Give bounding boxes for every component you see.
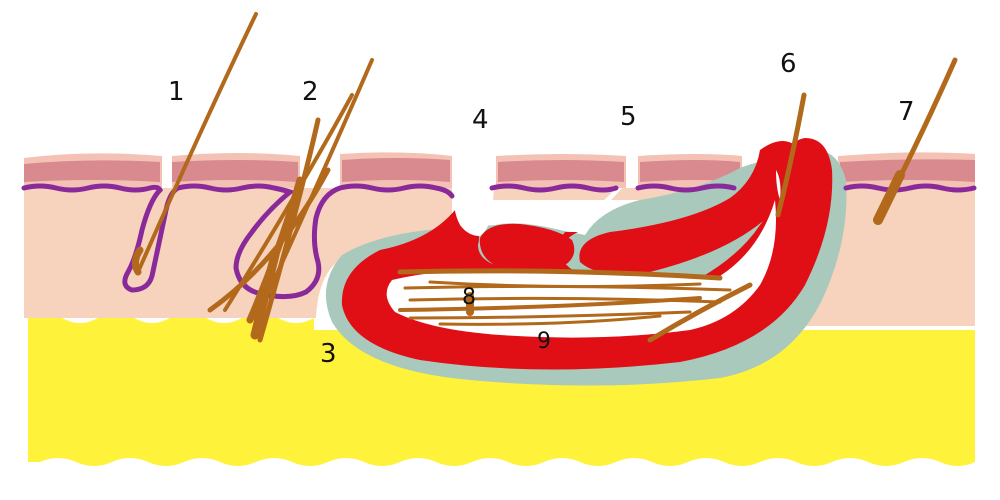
epidermis: [24, 152, 975, 188]
label-8: 8: [462, 285, 476, 310]
hair-2e: [246, 176, 304, 324]
label-6: 6: [780, 49, 797, 79]
basement-membrane: [21, 183, 977, 300]
hair-bundle-8a: [397, 268, 723, 281]
sinus-pit-5: [575, 188, 622, 228]
label-2: 2: [302, 77, 319, 107]
label-3: 3: [320, 339, 337, 369]
sinus-pit-6-opening: [776, 170, 781, 200]
abscess-wall-upper-curl: [579, 141, 800, 275]
abscess-lobe-left: [479, 223, 575, 272]
label-9: 9: [537, 329, 551, 354]
hair-1: [136, 12, 258, 274]
sinus-cavity: [386, 200, 776, 338]
dermis-right: [492, 188, 975, 326]
label-1: 1: [168, 77, 185, 107]
hair-bundle-8f: [428, 280, 702, 289]
hair-2c: [257, 117, 321, 343]
hairs: [131, 12, 958, 343]
label-4: 4: [472, 105, 489, 135]
hair-6: [775, 92, 807, 218]
label-7: 7: [898, 97, 915, 127]
hair-bundle-8d: [398, 296, 702, 312]
label-5: 5: [620, 102, 637, 132]
hair-bundle-8g: [438, 314, 662, 326]
sinus-pit-4: [453, 188, 494, 236]
hair-bundle-8h: [647, 282, 753, 343]
hair-bundle-8e: [408, 310, 692, 320]
